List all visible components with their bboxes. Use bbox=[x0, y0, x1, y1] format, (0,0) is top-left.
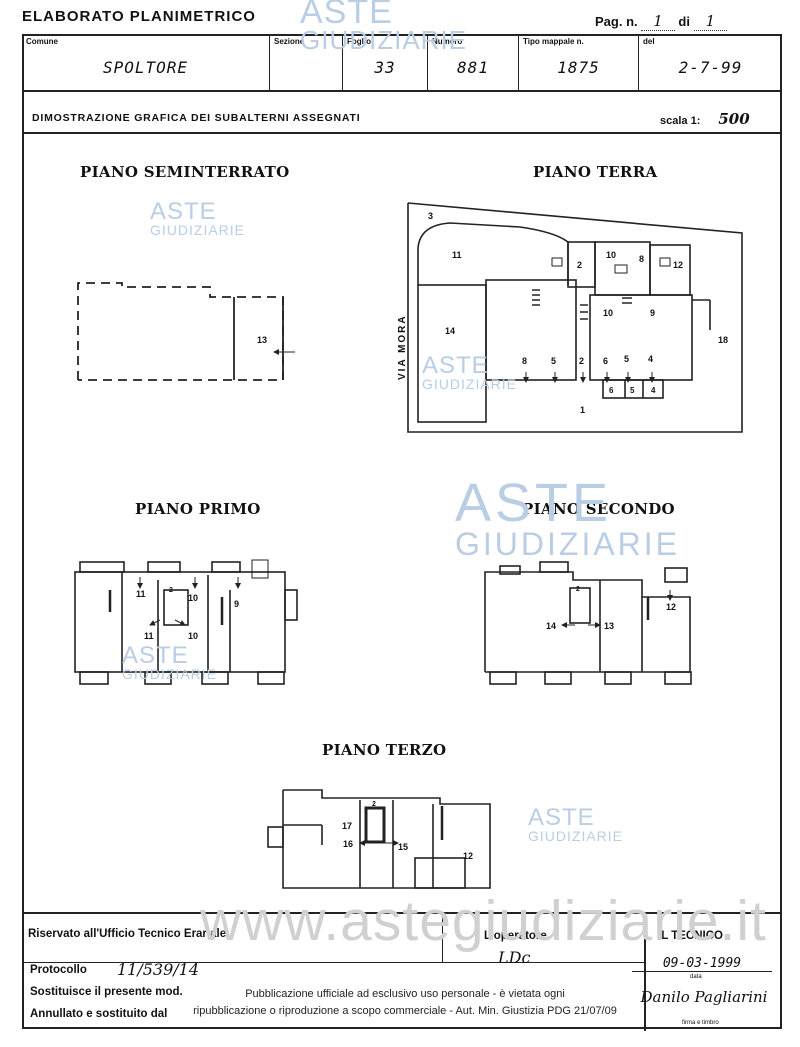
street-label: VIA MORA bbox=[397, 314, 408, 380]
field-tipo-mappale: Tipo mappale n. 1875 bbox=[519, 34, 639, 90]
label-terra: 10 bbox=[603, 308, 613, 318]
label-terra: 5 bbox=[630, 386, 635, 395]
label-primo: 11 bbox=[136, 589, 146, 599]
disclaimer-line-2: ripubblicazione o riproduzione a scopo c… bbox=[193, 1005, 617, 1017]
plan-secondo bbox=[484, 561, 692, 685]
firma-label: firma e timbro bbox=[682, 1020, 719, 1026]
label-terzo: 16 bbox=[343, 839, 353, 849]
label-primo: 9 bbox=[234, 599, 239, 609]
label-seminterrato: 13 bbox=[257, 335, 267, 345]
label-terra: 4 bbox=[648, 354, 653, 364]
label-terzo: 15 bbox=[398, 842, 408, 852]
label-terra: 6 bbox=[603, 356, 608, 366]
label-primo: 11 bbox=[144, 631, 154, 641]
tecnico-date: 09-03-1999 bbox=[632, 956, 772, 972]
document-frame bbox=[22, 34, 782, 1029]
scale: scala 1:500 bbox=[660, 110, 750, 128]
label-terra: 8 bbox=[639, 254, 644, 264]
label-terra: 6 bbox=[609, 386, 614, 395]
of-value: 1 bbox=[693, 12, 728, 31]
label-terra: 12 bbox=[673, 260, 683, 270]
riservato-label: Riservato all'Ufficio Tecnico Erariale bbox=[28, 928, 227, 940]
label-terra: 11 bbox=[452, 250, 462, 260]
label-terzo: 12 bbox=[463, 851, 473, 861]
label-secondo: 12 bbox=[666, 602, 676, 612]
plan-title-seminterrato: PIANO SEMINTERRATO bbox=[80, 163, 290, 181]
watermark-url: www.astegiudiziarie.it bbox=[200, 889, 767, 953]
footer-box: Riservato all'Ufficio Tecnico Erariale L… bbox=[22, 912, 782, 1031]
plan-title-secondo: PIANO SECONDO bbox=[522, 500, 675, 518]
label-terzo: 17 bbox=[342, 821, 352, 831]
operatore-label: L'operatore bbox=[484, 930, 547, 942]
label-terra: 1 bbox=[580, 405, 585, 415]
protocollo-value: 11/539/14 bbox=[117, 960, 200, 979]
label-terra: 5 bbox=[624, 354, 629, 364]
field-numero: Numero 881 bbox=[428, 34, 519, 90]
disclaimer-line-1: Pubblicazione ufficiale ad esclusivo uso… bbox=[245, 988, 565, 1000]
document-title: ELABORATO PLANIMETRICO bbox=[22, 8, 256, 25]
page-label: Pag. n. bbox=[595, 14, 638, 29]
divider bbox=[22, 132, 782, 134]
data-label: data bbox=[690, 974, 702, 980]
field-del: del 2-7-99 bbox=[643, 37, 743, 77]
label-terzo: 2 bbox=[372, 801, 376, 808]
plan-title-primo: PIANO PRIMO bbox=[135, 500, 261, 518]
label-terra: 8 bbox=[522, 356, 527, 366]
label-terra: 9 bbox=[650, 308, 655, 318]
label-secondo: 14 bbox=[546, 621, 556, 631]
page-value: 1 bbox=[641, 12, 675, 31]
plan-primo bbox=[74, 559, 298, 685]
page-number: Pag. n. 1 di 1 bbox=[595, 12, 728, 31]
field-sezione: Sezione bbox=[270, 34, 343, 90]
plan-terzo bbox=[267, 789, 491, 889]
label-terra: 4 bbox=[651, 386, 656, 395]
plan-title-terra: PIANO TERRA bbox=[533, 163, 658, 181]
annullato-label: Annullato e sostituito dal bbox=[30, 1008, 168, 1020]
protocollo-label: Protocollo bbox=[30, 964, 87, 976]
label-terra: 3 bbox=[428, 211, 433, 221]
field-foglio: Foglio 33 bbox=[343, 34, 428, 90]
plan-seminterrato bbox=[77, 282, 295, 381]
label-primo: 10 bbox=[188, 631, 198, 641]
label-secondo: 13 bbox=[604, 621, 614, 631]
field-comune: Comune SPOLTORE bbox=[22, 34, 270, 90]
label-primo: 10 bbox=[188, 593, 198, 603]
plan-terra bbox=[407, 202, 743, 433]
label-primo: 2 bbox=[169, 587, 173, 594]
of-label: di bbox=[678, 14, 690, 29]
cadastral-fields-row: Comune SPOLTORE Sezione Foglio 33 Numero… bbox=[22, 34, 782, 92]
label-terra: 5 bbox=[551, 356, 556, 366]
tecnico-label: IL TECNICO bbox=[658, 930, 723, 942]
label-terra: 18 bbox=[718, 335, 728, 345]
label-terra: 10 bbox=[606, 250, 616, 260]
operatore-signature: LDc bbox=[498, 948, 531, 967]
sostituisce-label: Sostituisce il presente mod. bbox=[30, 986, 183, 998]
label-terra: 2 bbox=[579, 356, 584, 366]
label-terra: 2 bbox=[577, 260, 582, 270]
tecnico-signature: Danilo Pagliarini bbox=[640, 988, 768, 1006]
plan-title-terzo: PIANO TERZO bbox=[322, 741, 447, 759]
label-terra: 14 bbox=[445, 326, 455, 336]
subtitle: DIMOSTRAZIONE GRAFICA DEI SUBALTERNI ASS… bbox=[32, 112, 361, 124]
label-secondo: 2 bbox=[576, 586, 580, 593]
